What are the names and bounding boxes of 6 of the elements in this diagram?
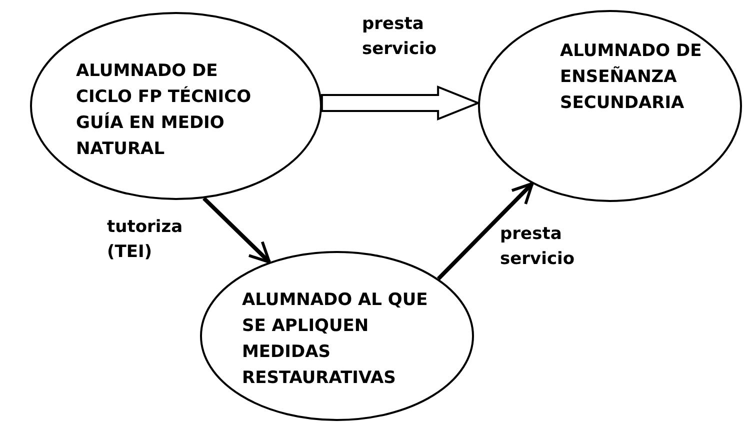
arrow — [436, 182, 534, 280]
node-text: ALUMNADO AL QUE SE APLIQUEN MEDIDAS RESTAURATIVAS — [242, 289, 429, 390]
node-text: ALUMNADO DE CICLO FP TÉCNICO GUÍA EN MEDIO NATURAL — [76, 60, 252, 161]
arrow — [202, 196, 271, 264]
block-arrow — [320, 86, 481, 120]
node-text: ALUMNADO DE ENSEÑANZA SECUNDARIA — [560, 40, 703, 115]
